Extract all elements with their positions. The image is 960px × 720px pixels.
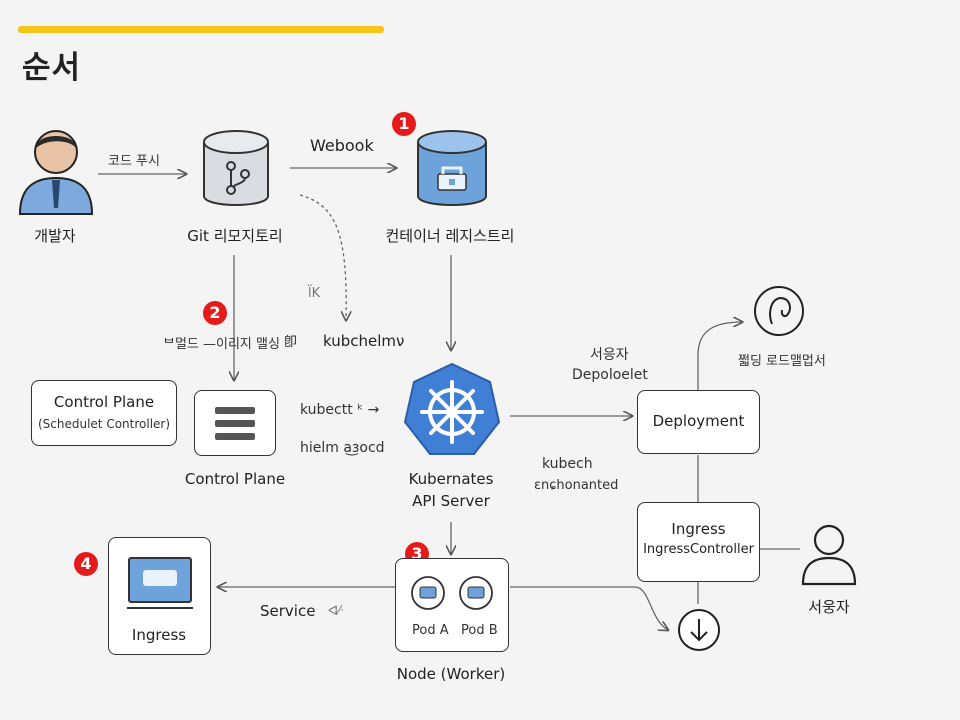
webhook-label: Webook — [310, 136, 374, 155]
developer-person-icon — [18, 124, 94, 220]
control-plane-node — [194, 390, 276, 456]
ingress-controller-box: Ingress IngressController — [637, 502, 760, 582]
enchanted-label: ɛnɕhonanted — [534, 478, 619, 493]
server-icon — [215, 407, 255, 440]
step-badge-1: 1 — [392, 112, 416, 136]
pod-icon — [410, 575, 446, 615]
kubernetes-helm-icon — [402, 360, 502, 464]
pod-b-label: Pod B — [461, 623, 498, 638]
kubchelm-label: kubchelmν — [323, 332, 405, 350]
step-badge-2: 2 — [203, 301, 227, 325]
page-title: 순서 — [22, 50, 82, 86]
user-bottom-label: 서웅자 — [808, 598, 850, 616]
ingress-ctrl-line1: Ingress — [671, 520, 726, 538]
node-worker-box: Pod A Pod B — [395, 558, 509, 652]
service-suffix: ᐊ⁄ᐧ — [328, 604, 344, 619]
user-icon — [800, 520, 858, 590]
monitor-icon — [127, 556, 193, 616]
build-image-label: ᄇ멀드 —이리지 맬싱 — [163, 337, 280, 352]
build-icon: 卽 — [284, 335, 298, 350]
lk-label: l̈K — [308, 286, 321, 301]
deployment-box: Deployment — [637, 390, 760, 454]
service-label: Service — [260, 602, 316, 620]
accent-bar — [18, 26, 384, 33]
node-worker-label: Node (Worker) — [396, 665, 506, 683]
kubectl-label: kubectt ᵏ → — [300, 402, 380, 418]
ingress-label: Ingress — [131, 626, 187, 644]
down-arrow-icon — [677, 608, 721, 656]
deployment-label: Deployment — [652, 412, 745, 430]
control-plane-box-sub: (Schedulet Controller) — [37, 417, 171, 431]
control-plane-label: Control Plane — [184, 470, 286, 488]
api-server-line1: Kubernates — [408, 470, 494, 488]
git-label: Git 리모지토리 — [187, 227, 283, 245]
deploy-label: Depoloelet — [572, 367, 648, 383]
user-head-icon — [752, 284, 806, 342]
user-top-label: 쩗딩 로드맬멉서 — [738, 354, 826, 369]
step-badge-4: 4 — [74, 552, 98, 576]
control-plane-box: Control Plane (Schedulet Controller) — [31, 380, 177, 446]
control-plane-box-title: Control Plane — [53, 393, 155, 411]
ingress-ctrl-line2: IngressController — [643, 542, 754, 557]
helm-label: hielm a͜ɜocd — [300, 440, 385, 456]
registry-label: 컨테이너 레지스트리 — [385, 227, 515, 245]
api-server-line2: API Server — [412, 492, 490, 510]
registry-icon — [414, 128, 490, 214]
user-mid-label: 서응자 — [590, 347, 629, 363]
kubech-label: kubech — [542, 456, 593, 472]
git-repo-icon — [200, 128, 272, 214]
ingress-box: Ingress — [108, 537, 211, 655]
code-push-label: 코드 푸시 — [108, 154, 160, 169]
pod-a-label: Pod A — [412, 623, 449, 638]
developer-label: 개발자 — [34, 227, 76, 245]
pod-icon — [458, 575, 494, 615]
